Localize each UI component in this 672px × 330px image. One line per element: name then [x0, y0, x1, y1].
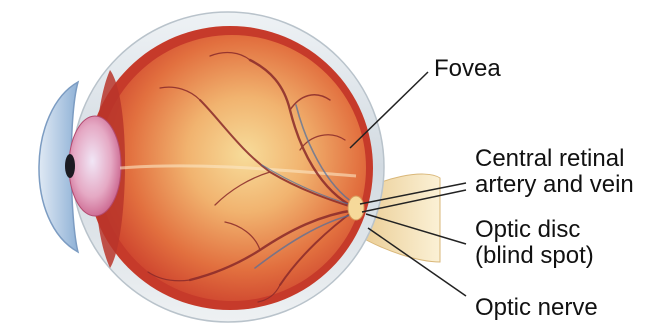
lens	[69, 116, 121, 216]
central-retinal-label-line1: Central retinal	[475, 146, 624, 171]
optic-disc	[348, 196, 364, 220]
central-retinal-label-line2: artery and vein	[475, 172, 634, 197]
pupil	[65, 154, 75, 178]
optic-disc-label-line1: Optic disc	[475, 217, 580, 242]
fovea-label: Fovea	[434, 56, 501, 81]
optic-disc-label-line2: (blind spot)	[475, 243, 594, 268]
optic-nerve-label: Optic nerve	[475, 295, 598, 320]
